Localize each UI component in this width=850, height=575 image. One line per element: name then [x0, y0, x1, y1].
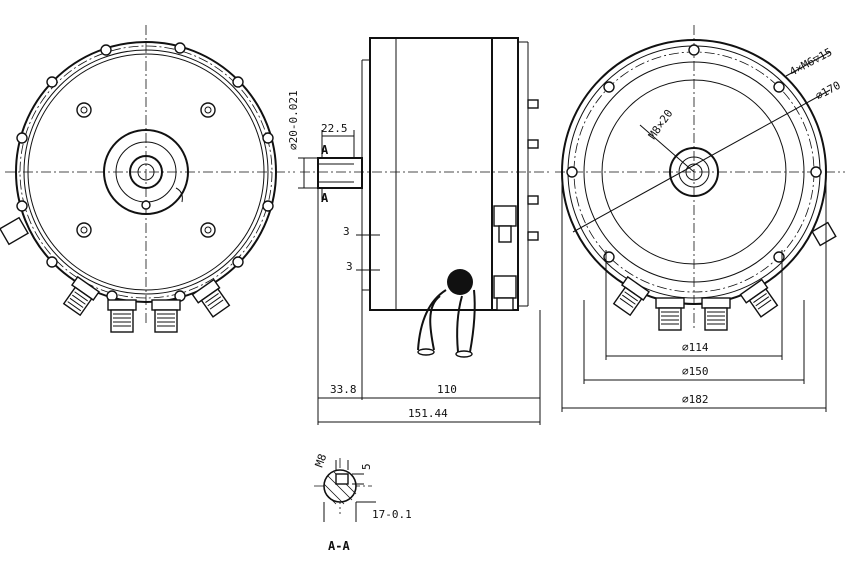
dia-182-label: ⌀182	[682, 393, 709, 406]
rear-rim-bolts	[16, 42, 274, 302]
side-view: ⌀20-0.021 22.5 A A 3 3 33.8 110 151.44	[287, 37, 550, 425]
section-mark-top: A	[321, 143, 329, 157]
motor-shaft	[317, 157, 363, 189]
rear-inner-screws	[76, 102, 216, 238]
front-cable-glands	[612, 275, 779, 331]
shaft-diameter-label: ⌀20-0.021	[287, 90, 300, 150]
shaft-length-label: 33.8	[330, 383, 357, 396]
bolt-pattern-label: 4×M6▽15	[787, 45, 834, 78]
rear-housing-inner	[23, 49, 269, 295]
side-cable	[417, 269, 476, 358]
body-length-label: 110	[437, 383, 457, 396]
shaft-thread-label: M8×20	[646, 107, 676, 142]
rear-cable-glands	[62, 275, 231, 333]
rear-view	[0, 25, 295, 333]
step-1-label: 3	[343, 225, 350, 238]
side-connectors	[493, 205, 517, 311]
dia-114-label: ⌀114	[682, 341, 709, 354]
front-view: 4×M6▽15 ⌀170 M8×20 ⌀114 ⌀150 ⌀182	[555, 25, 845, 412]
step-2-label: 3	[346, 260, 353, 273]
shaft-size-label: 17-0.1	[372, 508, 412, 521]
rear-bolt-circle	[19, 45, 273, 299]
section-mark-bottom: A	[321, 191, 329, 205]
rear-hub-outer	[103, 129, 189, 215]
section-title: A-A	[328, 539, 350, 553]
dia-150-label: ⌀150	[682, 365, 709, 378]
pcd-label: ⌀170	[813, 79, 843, 103]
rear-side-plug	[0, 216, 29, 246]
section-a-a: M8 5 17-0.1 A-A	[313, 452, 412, 553]
key-depth-label: 5	[360, 463, 373, 470]
front-hub	[669, 147, 719, 197]
shaft-key-length-label: 22.5	[321, 122, 348, 135]
total-length-label: 151.44	[408, 407, 448, 420]
motor-body	[369, 37, 493, 311]
rear-housing-outer	[15, 41, 277, 303]
key-width-label: M8	[313, 452, 330, 469]
